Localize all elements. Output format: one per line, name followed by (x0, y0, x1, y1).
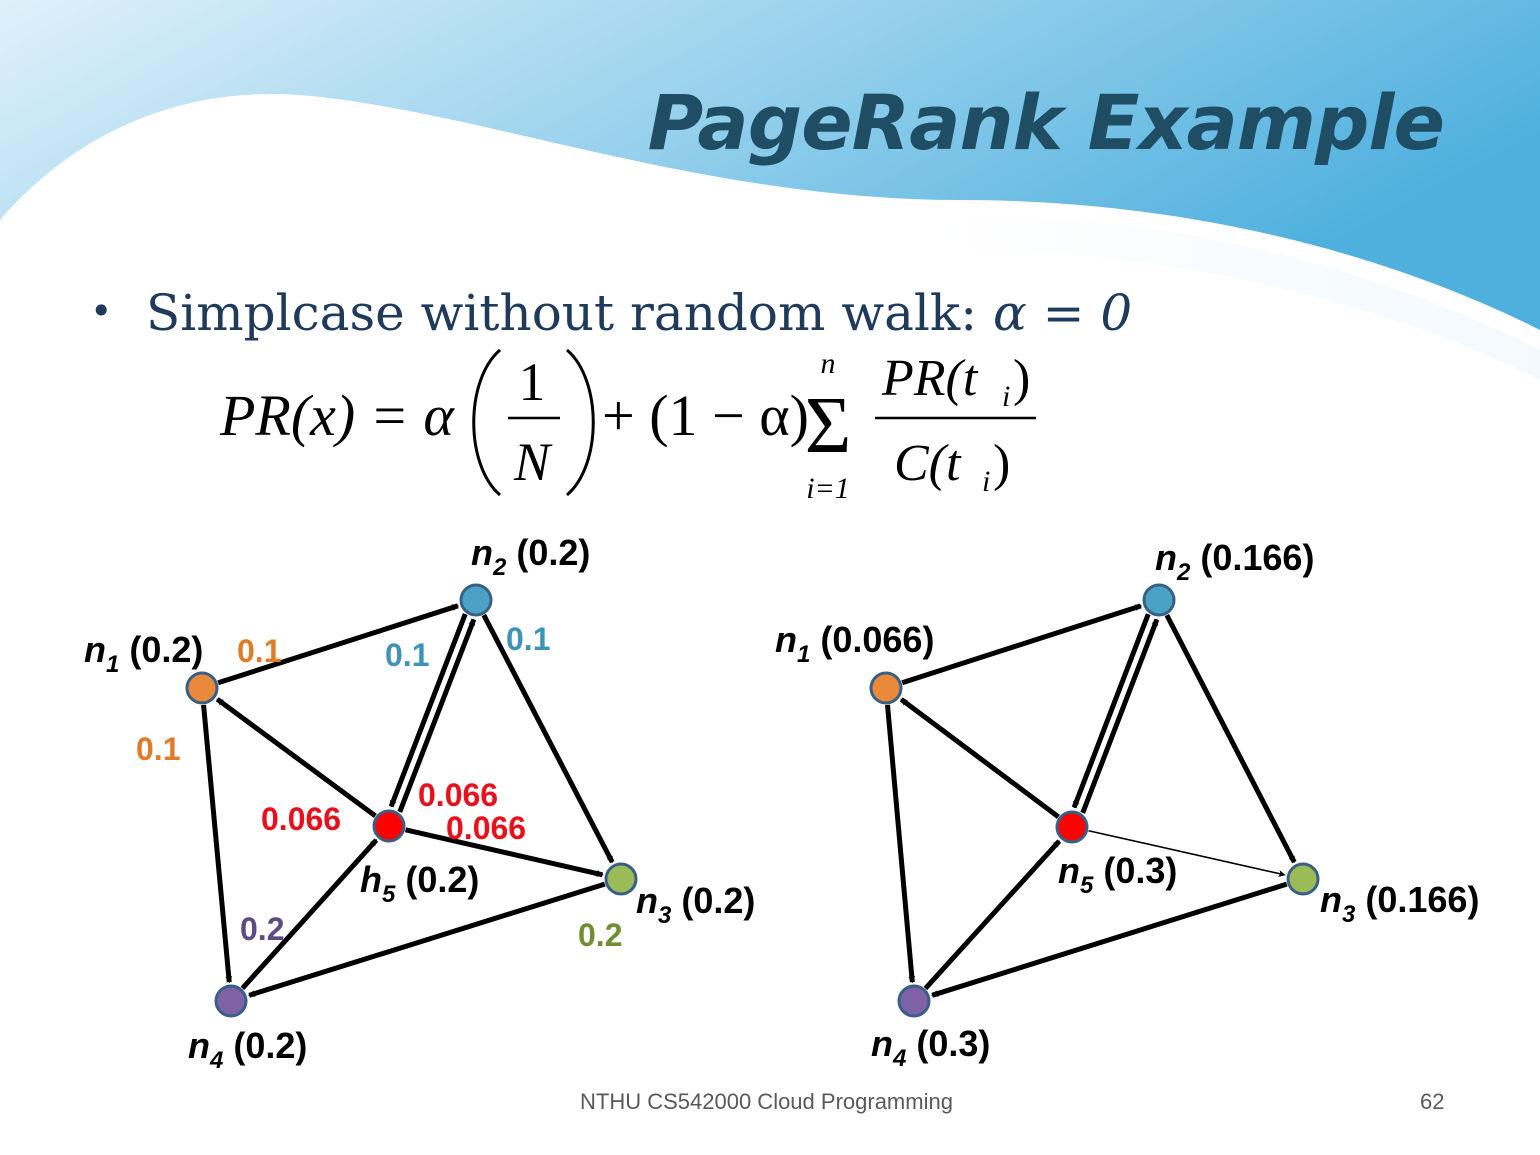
formula-frac2-den-sub: i (982, 465, 990, 498)
left-node-label-n4: n4 (0.2) (188, 1025, 307, 1074)
right-edge-n5-to-n3 (1088, 829, 1286, 877)
formula-lhs: PR(x) = α (219, 383, 455, 448)
right-edge-n2-to-n3 (1164, 613, 1297, 864)
left-node-label-n3: n3 (0.2) (636, 880, 755, 929)
left-edge-n1-to-n2 (217, 603, 460, 686)
left-node-label-n2: n2 (0.2) (471, 532, 590, 581)
edge-weight-label-n5-n2: 0.066 (418, 777, 498, 813)
edge-weight-label-n1-n2: 0.1 (237, 633, 281, 669)
right-edge-n1-to-n2 (901, 603, 1143, 686)
left-edge-n2-to-n3 (481, 613, 615, 864)
pagerank-formula: PR(x) = α 1 N + (1 − α) n Σ i=1 PR(t i )… (219, 347, 1036, 505)
left-edge-n2-to-n5 (388, 613, 468, 808)
edge-weight-label-n3-n4: 0.2 (578, 917, 622, 953)
left-node-n4 (214, 984, 248, 1018)
slide-title: PageRank Example (647, 78, 1445, 167)
edge-weight-label-n5-n3: 0.066 (446, 810, 526, 846)
right-graph: n1 (0.066) n2 (0.166) n3 (0.166) n4 (0.3) n5… (775, 537, 1479, 1072)
edge-weight-label-n2-n5: 0.1 (385, 637, 429, 673)
right-node-label-n2: n2 (0.166) (1155, 537, 1314, 586)
right-edge-n1-to-n4 (885, 704, 916, 984)
left-graph-node-labels: n1 (0.2) n2 (0.2) n3 (0.2) n4 (0.2) h5 (0.2) (84, 532, 755, 1074)
bullet-text: Simplcase without random walk: (146, 284, 993, 342)
left-edge-n4-to-n5 (240, 838, 379, 991)
left-edge-n5-to-n1 (215, 697, 377, 818)
formula-frac1-den: N (513, 432, 553, 492)
right-edge-n2-to-n5 (1071, 613, 1151, 809)
bullet-dot-icon: • (90, 289, 113, 333)
right-graph-nodes (869, 583, 1320, 1018)
left-graph-nodes (185, 583, 638, 1018)
formula-middle: + (1 − α) (602, 383, 809, 448)
edge-weight-label-n2-n3: 0.1 (506, 621, 550, 657)
left-graph: n1 (0.2) n2 (0.2) n3 (0.2) n4 (0.2) h5 (0.2)… (84, 532, 755, 1074)
right-node-n2 (1142, 583, 1176, 617)
formula-sigma-icon: Σ (805, 382, 852, 470)
left-edge-n3-to-n4 (248, 881, 606, 998)
right-edge-n3-to-n4 (931, 881, 1288, 998)
left-node-n5 (372, 809, 406, 843)
left-node-n3 (604, 862, 638, 896)
formula-frac2-den-close: ) (993, 435, 1010, 492)
bullet-point: • Simplcase without random walk: α = 0 (90, 284, 1132, 342)
formula-right-paren (566, 348, 595, 497)
right-edge-n4-to-n5 (923, 839, 1062, 991)
formula-left-paren (472, 348, 501, 497)
right-node-n5 (1055, 810, 1089, 844)
right-graph-edges (885, 603, 1297, 998)
right-node-label-n1: n1 (0.066) (775, 619, 934, 668)
right-edge-n5-to-n2 (1080, 618, 1160, 814)
edge-weight-label-n5-n1: 0.066 (261, 801, 341, 837)
right-edge-n5-to-n1 (899, 697, 1060, 819)
right-node-label-n5: n5 (0.3) (1058, 850, 1177, 899)
left-node-n2 (459, 583, 493, 617)
bullet-math: α = 0 (992, 284, 1133, 342)
left-node-label-n5: h5 (0.2) (360, 859, 479, 908)
formula-frac2-num: PR(t (881, 350, 979, 407)
left-node-n1 (185, 671, 219, 705)
right-node-n1 (869, 671, 903, 705)
formula-frac2-den-group: C(t i ) (894, 435, 1010, 498)
page-number: 62 (1420, 1089, 1445, 1114)
right-node-n4 (897, 984, 931, 1018)
right-graph-node-labels: n1 (0.066) n2 (0.166) n3 (0.166) n4 (0.3) n5… (775, 537, 1479, 1072)
right-node-label-n3: n3 (0.166) (1320, 879, 1479, 928)
right-node-label-n4: n4 (0.3) (871, 1023, 990, 1072)
right-node-n3 (1286, 862, 1320, 896)
left-node-label-n1: n1 (0.2) (84, 629, 203, 678)
formula-frac2-num-group: PR(t i ) (881, 350, 1030, 413)
formula-frac2-num-sub: i (1002, 380, 1010, 413)
edge-weight-label-n1-n4: 0.1 (136, 731, 180, 767)
formula-sum-bottom: i=1 (806, 472, 850, 505)
formula-sum-top: n (821, 347, 836, 380)
left-edge-n1-to-n4 (201, 704, 233, 984)
left-edge-n5-to-n2 (397, 618, 477, 813)
footer-text: NTHU CS542000 Cloud Programming (580, 1089, 953, 1114)
formula-frac1-num: 1 (519, 352, 546, 412)
edge-weight-label-n4-n5: 0.2 (240, 911, 284, 947)
left-edge-n5-to-n3 (405, 827, 604, 878)
left-graph-edges (201, 603, 615, 998)
formula-frac2-num-close: ) (1013, 350, 1030, 407)
formula-frac2-den: C(t (894, 435, 962, 492)
